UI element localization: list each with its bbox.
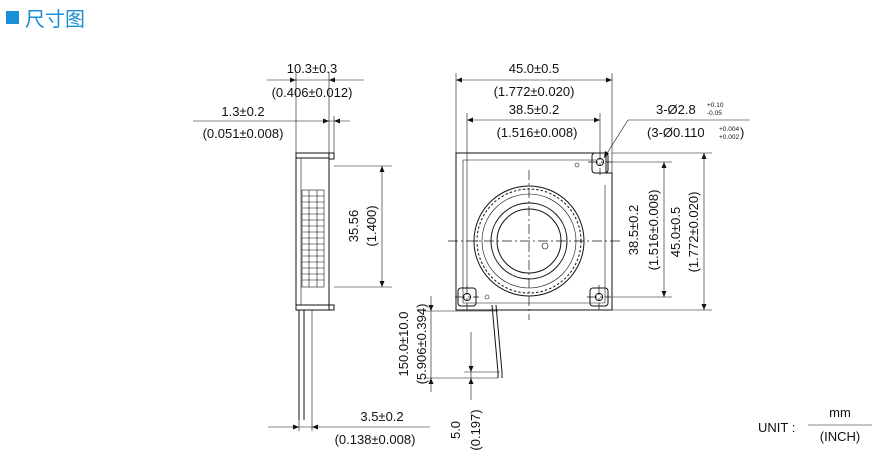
front-height-inch: (1.772±0.020): [686, 192, 701, 273]
side-height-inch: (1.400): [364, 205, 379, 246]
front-view: 45.0±0.5 (1.772±0.020) 38.5±0.2 (1.516±0…: [396, 61, 750, 451]
side-body-outline: [295, 152, 330, 311]
front-housing-outline: [455, 152, 613, 311]
unit-legend: UNIT : mm (INCH): [758, 405, 872, 444]
section-title: 尺寸图: [25, 6, 85, 31]
holes-callout-inch: (3-Ø0.110: [647, 125, 705, 140]
side-lead-offset-inch: (0.138±0.008): [335, 432, 416, 447]
front-height-mm: 45.0±0.5: [668, 207, 683, 258]
holes-tol-lower: -0.05: [707, 110, 722, 117]
lead-length-inch: (5.906±0.394): [414, 304, 429, 385]
side-blades: [301, 189, 325, 288]
unit-inch: (INCH): [820, 429, 860, 444]
holes-in-tol-upper: +0.004: [719, 126, 739, 133]
section-heading: 尺寸图: [6, 4, 85, 31]
unit-label: UNIT :: [758, 420, 795, 435]
holes-tol-upper: +0.10: [707, 102, 724, 109]
side-flange-mm: 1.3±0.2: [221, 104, 264, 119]
side-lead-offset-mm: 3.5±0.2: [360, 409, 403, 424]
side-flange-bottom: [328, 304, 335, 311]
side-flange-top: [328, 152, 335, 160]
front-hole-spacing-v-inch: (1.516±0.008): [646, 190, 661, 271]
side-thickness-inch: (0.406±0.012): [272, 85, 353, 100]
strip-length-mm: 5.0: [448, 421, 463, 439]
holes-in-tol-lower: +0.002: [719, 134, 739, 141]
holes-callout-mm: 3-Ø2.8: [656, 102, 696, 117]
front-width-mm: 45.0±0.5: [509, 61, 560, 76]
side-thickness-mm: 10.3±0.3: [287, 61, 338, 76]
front-hole-spacing-h-inch: (1.516±0.008): [497, 125, 578, 140]
front-hole-spacing-v-mm: 38.5±0.2: [626, 205, 641, 256]
holes-in-suffix: ): [740, 125, 744, 140]
front-width-inch: (1.772±0.020): [494, 84, 575, 99]
side-height-mm: 35.56: [346, 210, 361, 243]
lead-length-mm: 150.0±10.0: [396, 312, 411, 377]
front-hole-spacing-h-mm: 38.5±0.2: [509, 102, 560, 117]
unit-mm: mm: [829, 405, 851, 420]
strip-length-inch: (0.197): [468, 409, 483, 450]
side-flange-inch: (0.051±0.008): [203, 126, 284, 141]
square-bullet-icon: [6, 10, 19, 24]
side-view: 10.3±0.3 (0.406±0.012) 1.3±0.2 (0.051±0.…: [193, 61, 430, 447]
